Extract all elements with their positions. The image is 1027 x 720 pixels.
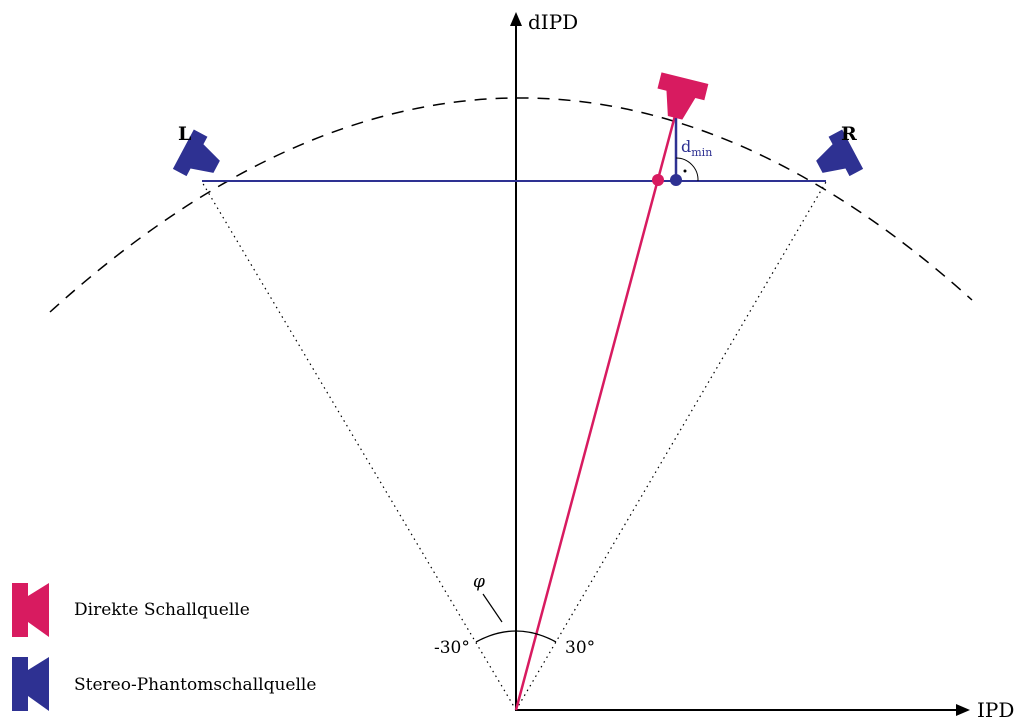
y-axis-label: dIPD bbox=[528, 10, 578, 34]
direct-source-line bbox=[514, 111, 678, 711]
x-axis-label: IPD bbox=[977, 698, 1014, 720]
direct-intersection-point bbox=[652, 174, 664, 186]
dmin-label-sub: min bbox=[691, 146, 712, 159]
phi-angle-arc bbox=[475, 630, 557, 643]
legend-direct-label: Direkte Schallquelle bbox=[74, 600, 250, 620]
angle-right-label: 30° bbox=[565, 638, 595, 658]
dmin-label-main: d bbox=[681, 137, 691, 156]
legend-phantom-label: Stereo-Phantomschallquelle bbox=[74, 675, 316, 695]
right-angle-dot bbox=[683, 169, 687, 173]
speaker-arc bbox=[49, 97, 973, 313]
legend-item-direct: Direkte Schallquelle bbox=[12, 583, 250, 637]
x-axis-arrow bbox=[956, 704, 970, 716]
phantom-intersection-point bbox=[670, 174, 682, 186]
phi-pointer bbox=[482, 593, 503, 623]
legend-item-phantom: Stereo-Phantomschallquelle bbox=[12, 657, 316, 711]
left-speaker-label: L bbox=[178, 123, 191, 145]
legend-phantom-speaker-icon bbox=[12, 657, 49, 711]
left-sight-line bbox=[201, 181, 517, 711]
right-speaker-label: R bbox=[841, 123, 857, 145]
right-sight-line bbox=[515, 181, 827, 711]
right-angle-marker bbox=[675, 157, 699, 182]
direct-source-speaker-icon bbox=[651, 72, 709, 124]
legend-direct-speaker-icon bbox=[12, 583, 49, 637]
angle-left-label: -30° bbox=[434, 638, 470, 658]
legend: Direkte Schallquelle Stereo-Phantomschal… bbox=[12, 583, 316, 711]
dmin-label: dmin bbox=[681, 137, 712, 159]
y-axis-arrow bbox=[510, 12, 522, 26]
phi-label: φ bbox=[473, 572, 485, 592]
